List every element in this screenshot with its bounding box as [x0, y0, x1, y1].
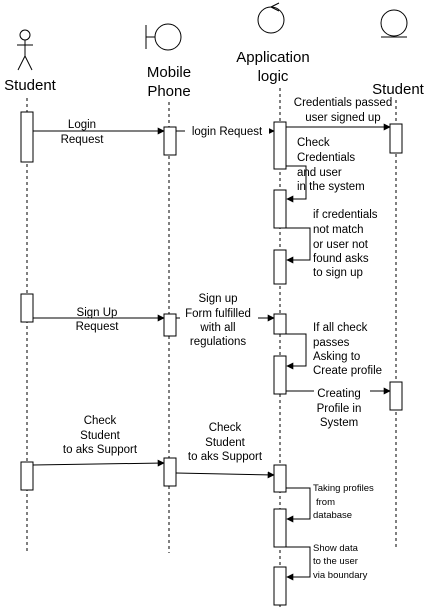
sign-up-form-label-line4: regulations: [190, 336, 247, 348]
activation-bar: [163, 126, 177, 156]
credentials-passed-label-line1: Credentials passed: [294, 97, 392, 109]
login-request-label-1-line2: Request: [61, 134, 105, 146]
activation-bar: [273, 313, 287, 335]
if-credentials-label-line5: to sign up: [313, 267, 363, 279]
if-all-check-label-line4: Create profile: [313, 365, 382, 377]
sign-up-form-label-line1: Sign up: [198, 293, 237, 305]
sign-up-form-label-line2: Form fulfilled: [185, 308, 251, 320]
student-entity-label: Student: [372, 81, 425, 98]
sign-up-request-label-line1: Sign Up: [77, 307, 118, 319]
creating-profile-label-line2: Profile in: [317, 403, 362, 415]
show-data-arrow: [286, 546, 311, 581]
if-all-check-label-line2: passes: [313, 337, 350, 349]
check-support-label-2-line3: to aks Support: [188, 451, 263, 463]
check-support-arrow-1: [32, 459, 165, 467]
activation-bar: [273, 508, 287, 548]
if-credentials-label-line2: not match: [313, 224, 364, 236]
login-request-label-1-line1: Login: [68, 119, 96, 131]
if-all-check-label-line3: Asking to: [313, 351, 360, 363]
check-support-label-2-line2: Student: [205, 437, 245, 449]
check-support-arrow-2: [175, 471, 275, 479]
application-logic-label-line1: Application: [236, 49, 309, 66]
boundary-icon: [145, 23, 182, 51]
credentials-passed-label-line2: user signed up: [305, 112, 380, 124]
mobile-phone-label-line1: Mobile: [147, 64, 191, 81]
label-background: [314, 385, 370, 398]
taking-profiles-arrow: [286, 487, 311, 523]
check-credentials-label-line2: Credentials: [297, 152, 355, 164]
check-credentials-label-line4: in the system: [297, 181, 365, 193]
label-background: [180, 307, 258, 320]
activation-bar: [273, 249, 287, 285]
creating-profile-label-line1: Creating: [317, 388, 360, 400]
mobile-phone-label-line2: Phone: [147, 83, 190, 100]
label-background: [185, 125, 269, 138]
activation-bar: [389, 381, 403, 411]
activation-bar: [20, 111, 34, 163]
activation-bar: [273, 121, 287, 170]
activation-bar: [273, 355, 287, 395]
show-data-label-line2: to the user: [313, 556, 358, 567]
application-logic-label-line2: logic: [258, 68, 289, 85]
check-support-label-2-line1: Check: [209, 422, 242, 434]
check-support-label-1-line2: Student: [80, 430, 120, 442]
if-credentials-label-line4: found asks: [313, 253, 369, 265]
if-credentials-arrow: [286, 227, 311, 264]
check-support-label-1-line1: Check: [84, 415, 117, 427]
login-request-label-2: login Request: [192, 126, 263, 138]
activation-bar: [273, 566, 287, 606]
if-all-check-arrow: [286, 333, 307, 370]
creating-profile-label-line3: System: [320, 417, 358, 429]
check-credentials-label-line3: and user: [297, 167, 342, 179]
activation-bar: [20, 461, 34, 491]
sign-up-form-label-line3: with all: [199, 322, 235, 334]
taking-profiles-label-line1: Taking profiles: [313, 483, 374, 494]
sign-up-request-label-line2: Request: [76, 321, 120, 333]
entity-icon: [380, 9, 408, 38]
show-data-label-line1: Show data: [313, 543, 359, 554]
taking-profiles-label-line2: from: [316, 497, 335, 508]
check-credentials-label-line1: Check: [297, 137, 330, 149]
student-label: Student: [4, 77, 57, 94]
show-data-label-line3: via boundary: [313, 570, 368, 581]
if-credentials-label-line1: if credentials: [313, 209, 378, 221]
activation-bar: [389, 123, 403, 154]
activation-bar: [273, 189, 287, 229]
if-credentials-label-line3: or user not: [313, 239, 369, 251]
if-all-check-label-line1: If all check: [313, 322, 368, 334]
control-icon: [257, 2, 285, 34]
activation-bar: [20, 293, 34, 323]
check-support-label-1-line3: to aks Support: [63, 444, 138, 456]
activation-bar: [163, 457, 177, 487]
student-actor: [17, 29, 33, 71]
activation-bar: [273, 464, 287, 493]
check-credentials-arrow: [286, 165, 307, 203]
activation-bar: [163, 313, 177, 337]
taking-profiles-label-line3: database: [313, 510, 352, 521]
